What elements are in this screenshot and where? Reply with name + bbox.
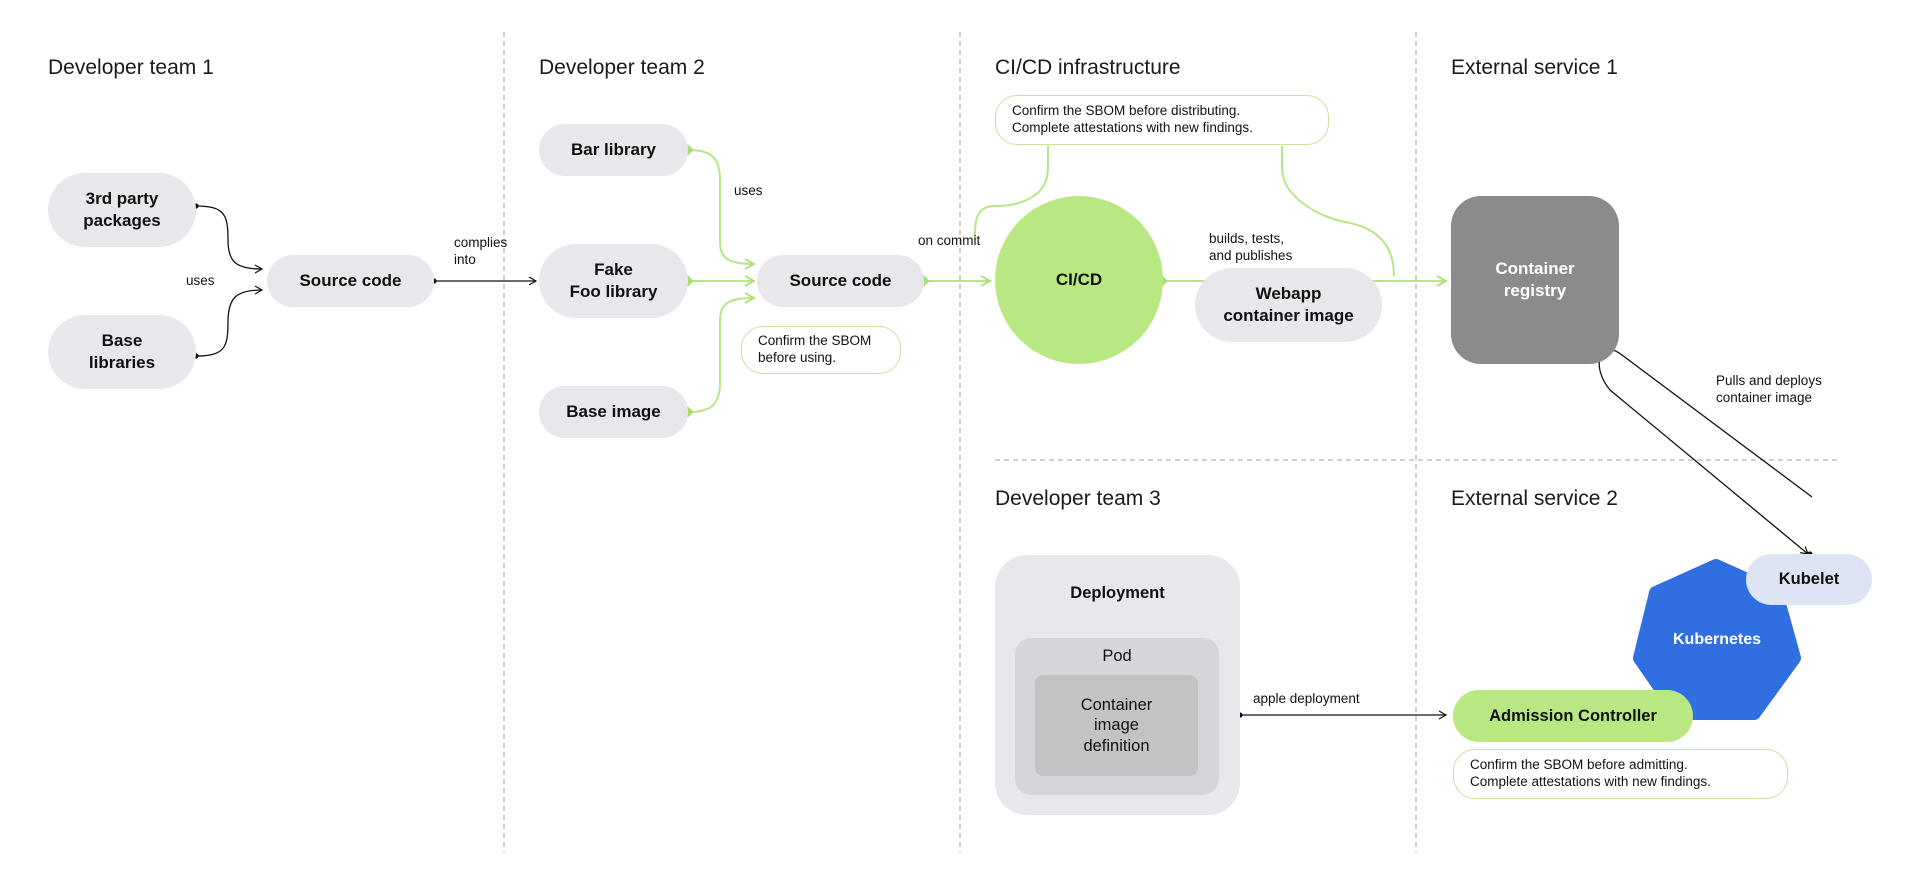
cicd-sbom-note: Confirm the SBOM before distributing. Co… [995,95,1329,145]
admission-controller-node: Admission Controller [1453,690,1693,742]
cicd-note-bracket-right [1281,146,1395,277]
team1-connectors [195,205,538,357]
pulls-deploys-label: Pulls and deploys container image [1716,373,1822,405]
team2-uses-label: uses [734,183,763,198]
heading-external-service-1: External service 1 [1451,56,1618,79]
column-dividers [503,32,1840,852]
base-image-to-source [687,292,756,413]
base-libraries-node: Base libraries [48,315,196,389]
base-to-source [195,285,264,357]
bar-library-node: Bar library [539,124,688,176]
pod-title: Pod [1102,647,1132,665]
heading-external-service-2: External service 2 [1451,487,1618,510]
team1-uses-label: uses [186,273,215,288]
admission-sbom-note: Confirm the SBOM before admitting. Compl… [1453,749,1788,799]
heading-developer-team-2: Developer team 2 [539,56,705,79]
heading-developer-team-1: Developer team 1 [48,56,214,79]
heading-developer-team-3: Developer team 3 [995,487,1161,510]
team2-source-code-node: Source code [757,255,924,307]
builds-label: builds, tests, and publishes [1209,231,1293,263]
kubernetes-label: Kubernetes [1672,631,1762,648]
deployment-title: Deployment [1070,584,1165,602]
webapp-container-image-node: Webapp container image [1195,268,1382,342]
cicd-node: CI/CD [995,196,1163,364]
third-party-packages-node: 3rd party packages [48,173,196,247]
complies-into-label: complies into [454,235,508,267]
heading-cicd-infrastructure: CI/CD infrastructure [995,56,1181,79]
base-image-node: Base image [539,386,688,438]
on-commit-label: on commit [918,233,981,248]
container-image-definition-box: Container image definition [1035,675,1198,776]
kubelet-node: Kubelet [1746,554,1872,605]
container-registry-node: Container registry [1451,196,1619,364]
bar-to-source [687,149,756,270]
team2-sbom-note: Confirm the SBOM before using. [741,326,901,374]
cicd-note-bracket-left [974,146,1049,241]
third-party-to-source [195,205,264,274]
team1-source-code-node: Source code [267,255,434,307]
apple-deployment-label: apple deployment [1253,691,1360,706]
fake-foo-library-node: Fake Foo library [539,244,688,318]
